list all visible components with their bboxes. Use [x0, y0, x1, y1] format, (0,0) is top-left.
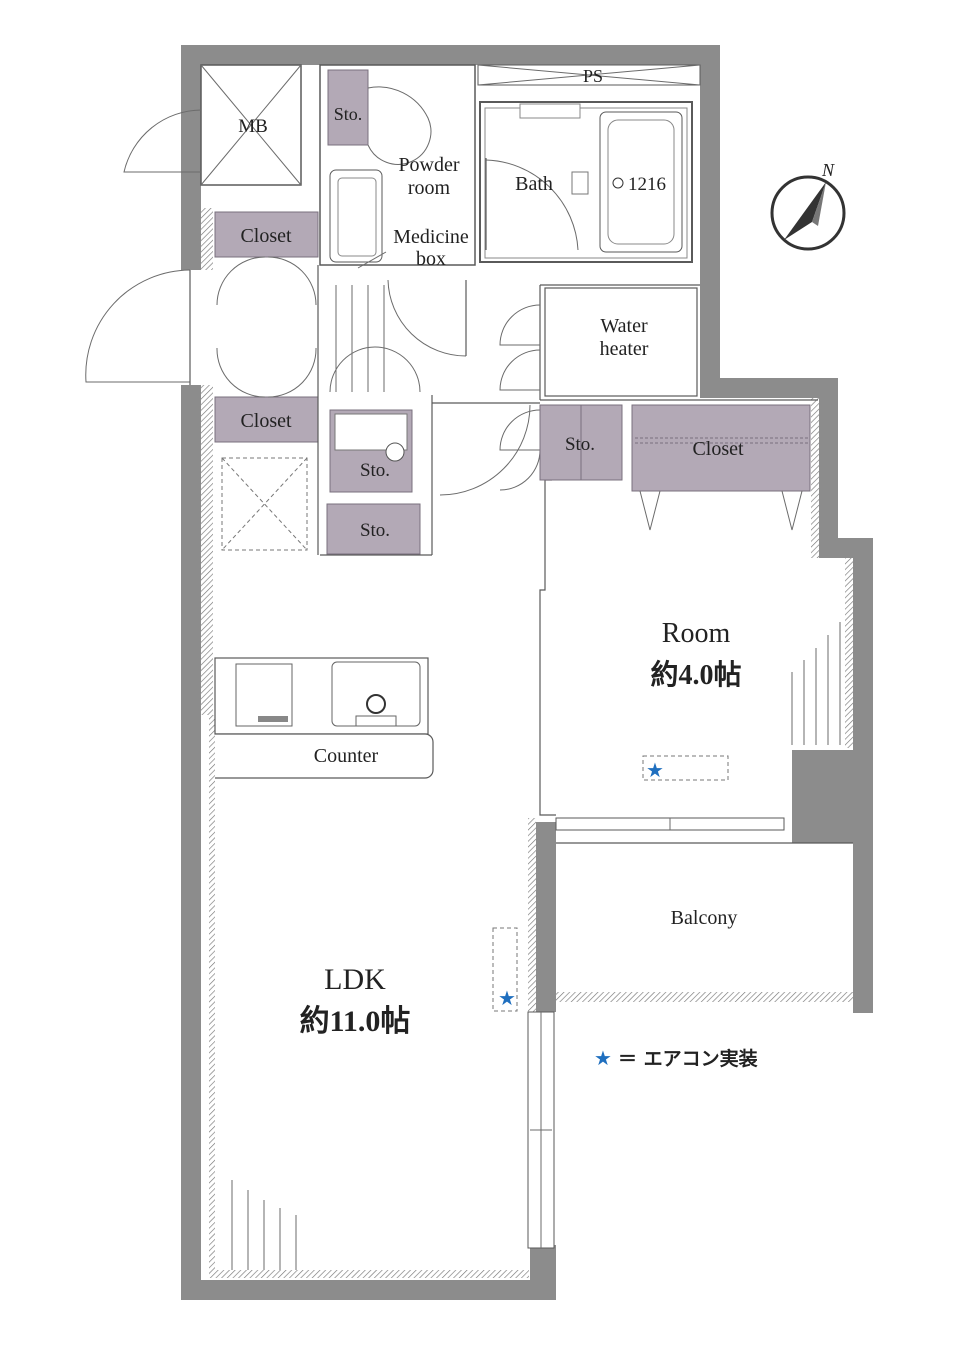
sto-3-label: Sto.: [565, 434, 595, 455]
legend-text: ＝ エアコン実装: [618, 1047, 758, 1070]
aircon-room: [642, 755, 729, 781]
legend-star: ★: [594, 1046, 612, 1070]
entrance-door-arc: [85, 269, 191, 383]
bath-size-label: 1216: [628, 174, 666, 195]
aircon-star-ldk: ★: [498, 986, 516, 1010]
medicine-box-label-2: box: [416, 248, 446, 270]
closet-room-label: Closet: [692, 438, 744, 460]
legend: ★ ＝ エアコン実装: [594, 1046, 758, 1070]
outer-walls: [181, 45, 873, 1300]
compass: [770, 175, 846, 251]
balcony: [555, 817, 853, 844]
powder-room-label-2: room: [408, 177, 451, 199]
mb-label: MB: [238, 116, 268, 137]
ps-label: PS: [583, 66, 603, 86]
counter-label: Counter: [314, 745, 379, 767]
bath-label: Bath: [515, 173, 553, 195]
room-closet: [631, 404, 811, 531]
sto-1-label: Sto.: [360, 460, 390, 481]
aircon-ldk: [492, 927, 518, 1012]
wall-hatching: [201, 208, 853, 1278]
sto-2-label: Sto.: [360, 520, 390, 541]
water-heater-box: [544, 287, 698, 397]
closet-door-arcs: [216, 256, 317, 398]
kitchen: [214, 657, 434, 779]
closet-top-label: Closet: [240, 225, 292, 247]
powder-room: [319, 64, 476, 357]
balcony-label: Balcony: [671, 907, 738, 929]
window-marks: [231, 622, 841, 1270]
north-label: N: [821, 160, 835, 180]
sto-wc: [327, 69, 369, 146]
aircon-star-room: ★: [646, 758, 664, 782]
room-name-label: Room: [662, 618, 731, 649]
bathroom: [479, 101, 693, 263]
room-size-label: 約4.0帖: [650, 658, 741, 691]
medicine-box-label-1: Medicine: [393, 226, 469, 248]
interior-lines: [317, 265, 818, 816]
closet-mid-label: Closet: [240, 410, 292, 432]
closet-top: [214, 211, 319, 258]
sto-wc-label: Sto.: [334, 104, 363, 124]
ps-shaft: [477, 64, 701, 86]
closet-mid: [214, 396, 319, 443]
shoe-box: [221, 457, 308, 551]
sto-2: [326, 503, 421, 555]
powder-room-label-1: Powder: [398, 154, 459, 176]
ldk-name-label: LDK: [324, 963, 386, 996]
mb-shaft: [123, 64, 302, 186]
ldk-size-label: 約11.0帖: [300, 1005, 411, 1038]
water-heater-label-1: Water: [600, 315, 648, 337]
water-heater-label-2: heater: [600, 338, 649, 360]
ldk-window: [527, 1011, 555, 1249]
